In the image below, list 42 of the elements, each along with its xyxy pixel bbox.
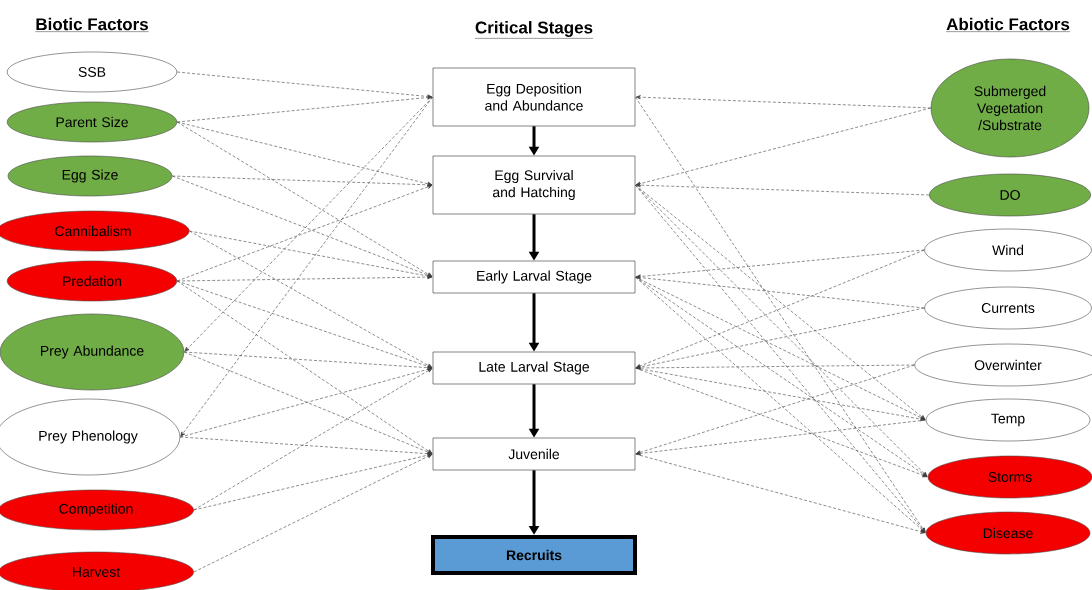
column-heading: Critical Stages	[474, 21, 594, 39]
influence-arrow	[176, 121, 433, 186]
influence-arrow	[635, 307, 925, 370]
influence-arrow	[184, 96, 433, 352]
influence-arrow	[635, 367, 928, 478]
influence-arrow	[179, 436, 433, 456]
influence-arrow	[176, 121, 433, 277]
column-heading: Abiotic Factors	[945, 17, 1071, 32]
influence-arrow	[176, 71, 433, 99]
stage-box: Juvenile	[432, 437, 636, 471]
influence-arrow	[635, 249, 925, 369]
influence-arrow	[635, 249, 925, 279]
influence-arrow	[176, 280, 433, 369]
influence-arrow	[635, 184, 926, 533]
result-box: Recruits	[431, 535, 637, 575]
influence-arrow	[635, 419, 926, 456]
influence-arrow	[635, 453, 926, 534]
influence-arrow	[193, 453, 433, 511]
stage-box: Egg Survival and Hatching	[432, 155, 636, 215]
influence-arrow	[193, 454, 433, 573]
influence-arrow	[183, 351, 433, 455]
influence-arrow	[635, 95, 931, 109]
stage-box: Egg Deposition and Abundance	[432, 67, 636, 127]
influence-arrow	[635, 364, 915, 371]
influence-arrow	[172, 175, 433, 187]
column-heading: Biotic Factors	[35, 17, 149, 32]
influence-arrow	[193, 368, 433, 511]
influence-arrow	[635, 184, 928, 477]
influence-arrow	[176, 274, 433, 282]
influence-arrow	[180, 96, 433, 437]
influence-arrow	[635, 96, 926, 533]
influence-arrow	[635, 107, 931, 186]
stage-box: Early Larval Stage	[432, 260, 636, 294]
influence-arrow	[635, 276, 926, 420]
influence-arrow	[635, 276, 926, 533]
influence-arrow	[176, 280, 433, 454]
influence-arrow	[635, 275, 925, 309]
influence-arrow	[635, 183, 930, 196]
influence-arrow	[635, 364, 915, 455]
influence-arrow	[189, 230, 433, 368]
stage-box: Late Larval Stage	[432, 351, 636, 385]
influence-arrow	[176, 95, 433, 123]
